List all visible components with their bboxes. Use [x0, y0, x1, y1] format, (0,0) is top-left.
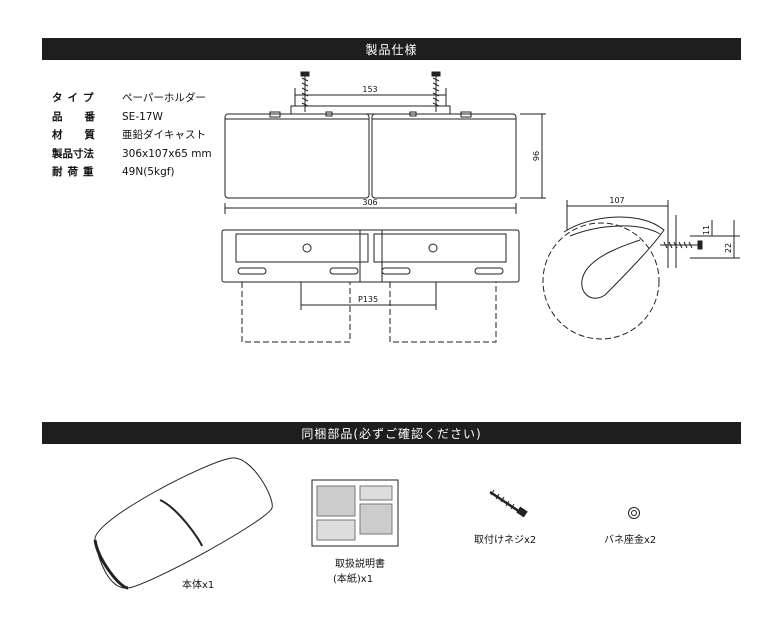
section-title-contents: 同梱部品(必ずご確認ください)	[301, 426, 482, 441]
spec-row-model: 品番 SE-17W	[52, 108, 212, 127]
part-caption: 本体x1	[182, 580, 215, 591]
section-title-specs: 製品仕様	[365, 42, 418, 57]
spec-value: ペーパーホルダー	[122, 92, 206, 104]
screw-icon	[660, 240, 703, 250]
side-view	[542, 200, 740, 340]
dimension-label: 22	[724, 243, 733, 253]
spec-value: 306x107x65 mm	[122, 147, 212, 160]
dimension-label: P135	[358, 295, 378, 304]
spec-label: 材質	[52, 129, 117, 142]
spec-value: SE-17W	[122, 110, 163, 123]
spec-row-material: 材質 亜鉛ダイキャスト	[52, 126, 212, 145]
spec-label: 品番	[52, 110, 117, 123]
dimension-label: 306	[362, 198, 377, 207]
dimension-label: 11	[702, 225, 711, 235]
part-caption: 取付けネジx2	[474, 535, 537, 546]
section-header-contents: 同梱部品(必ずご確認ください)	[42, 422, 741, 444]
part-caption: バネ座金x2	[604, 535, 657, 546]
screw-icon	[489, 489, 528, 518]
spec-row-size: 製品寸法 306x107x65 mm	[52, 145, 212, 164]
section-header-specs: 製品仕様	[42, 38, 741, 60]
bottom-view	[221, 203, 520, 343]
product-body-icon	[93, 457, 273, 590]
front-view	[224, 71, 546, 199]
spring-washer-icon	[628, 507, 640, 519]
spec-value: 亜鉛ダイキャスト	[122, 129, 206, 142]
part-caption: 取扱説明書	[335, 559, 385, 570]
spec-list: タイプ ペーパーホルダー 品番 SE-17W 材質 亜鉛ダイキャスト 製品寸法 …	[52, 89, 212, 182]
dimension-label: 153	[362, 85, 377, 94]
spec-label: タイプ	[52, 92, 99, 104]
spec-label: 製品寸法	[52, 147, 94, 160]
spec-row-type: タイプ ペーパーホルダー	[52, 89, 212, 108]
dimension-label: 107	[609, 196, 624, 205]
dimension-label: 96	[532, 151, 541, 161]
spec-row-load: 耐荷重 49N(5kgf)	[52, 163, 212, 182]
manual-icon	[311, 479, 399, 547]
spec-value: 49N(5kgf)	[122, 166, 175, 179]
spec-label: 耐荷重	[52, 166, 99, 179]
part-caption-note: (本紙)x1	[333, 574, 374, 585]
